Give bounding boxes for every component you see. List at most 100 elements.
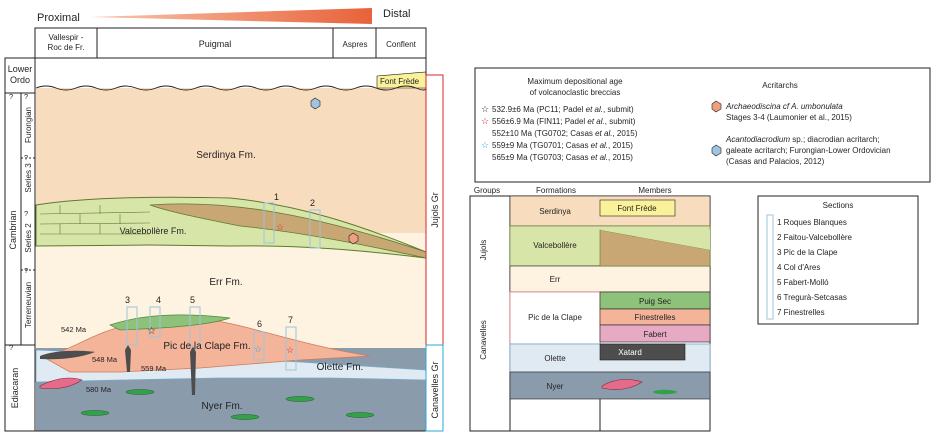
section-item: 2 Faitou-Valcebollère bbox=[777, 233, 853, 242]
legend-age-item: 556±6.9 Ma (FIN11; Padel et al., submit) bbox=[492, 117, 636, 126]
q-mark: ? bbox=[24, 92, 28, 101]
mb-puig-sec: Puig Sec bbox=[639, 297, 671, 306]
group-canavelles: Canavelles bbox=[479, 320, 488, 360]
lower-ordo-label-2: Ordo bbox=[10, 75, 30, 85]
fm-err: Err bbox=[550, 275, 561, 284]
nyer-label: Nyer Fm. bbox=[201, 401, 242, 412]
col-vallespir-2: Roc de Fr. bbox=[48, 43, 85, 52]
age-580: 580 Ma bbox=[86, 385, 112, 394]
section-item: 1 Roques Blanques bbox=[777, 218, 847, 227]
dark-lens bbox=[40, 350, 95, 360]
legend-star: ☆ bbox=[481, 140, 489, 150]
series3-label: Series 3 bbox=[24, 163, 33, 193]
q-mark: ? bbox=[9, 343, 13, 352]
legend-age-item: 552±10 Ma (TG0702; Casas et al., 2015) bbox=[492, 129, 638, 138]
acr2-rest: sp.; diacrodian acritarch; bbox=[790, 135, 879, 144]
group-jujols: Jujols bbox=[479, 240, 488, 260]
pink-lens-580 bbox=[39, 377, 83, 390]
col-puigmal: Puigmal bbox=[199, 39, 232, 49]
section-number: 7 bbox=[288, 315, 293, 325]
cross-section: ☆ ☆ ☆ ☆ Font Frède Serdinya Fm. Valcebol… bbox=[34, 57, 427, 432]
valcebollere-label: Valcebollère Fm. bbox=[120, 226, 187, 236]
q-mark: ? bbox=[24, 153, 28, 162]
acr2-line3: (Casas and Palacios, 2012) bbox=[726, 157, 825, 166]
hex-blue bbox=[310, 97, 321, 110]
hdr-formations: Formations bbox=[536, 186, 576, 195]
sections-bar bbox=[766, 214, 774, 320]
star-red: ☆ bbox=[276, 222, 284, 232]
mb-xatard: Xatard bbox=[618, 348, 642, 357]
mb-font-frede: Font Frède bbox=[617, 204, 657, 213]
q-mark: ? bbox=[9, 92, 13, 101]
section-item: 5 Fabert-Molló bbox=[777, 278, 829, 287]
section-number: 1 bbox=[274, 192, 279, 202]
section-number: 5 bbox=[190, 295, 195, 305]
acritarch-hex-orange bbox=[711, 100, 722, 113]
fm-pic: Pic de la Clape bbox=[528, 313, 582, 322]
err-label: Err Fm. bbox=[209, 277, 242, 288]
acritarch-hex-blue bbox=[711, 144, 722, 157]
age-548: 548 Ma bbox=[92, 355, 118, 364]
col-conflent: Conflent bbox=[386, 40, 417, 49]
section-item: 6 Tregurà-Setcasas bbox=[777, 293, 847, 302]
lower-ordo-label: Lower bbox=[8, 64, 33, 74]
legend-age-list: ☆532.9±6 Ma (PC11; Padel et al., submit)… bbox=[481, 104, 638, 162]
acr1-name: Archaeodiscina cf A. umbonulata bbox=[725, 102, 843, 111]
ediacaran-label: Ediacaran bbox=[10, 368, 20, 409]
section-number: 3 bbox=[125, 295, 130, 305]
terreneuvian-label: Terreneuvian bbox=[24, 282, 33, 328]
font-frede-label: Font Frède bbox=[380, 77, 420, 86]
acr2-name: Acantodiacrodium bbox=[725, 135, 790, 144]
fm-olette: Olette bbox=[544, 354, 566, 363]
proximal-label: Proximal bbox=[37, 12, 80, 24]
section-number: 6 bbox=[257, 319, 262, 329]
legend-col1-title: Maximum depositional age bbox=[527, 77, 623, 86]
section-number: 2 bbox=[310, 198, 315, 208]
mb-finestrelles: Finestrelles bbox=[635, 313, 676, 322]
fm-nyer: Nyer bbox=[547, 382, 564, 391]
sections-box bbox=[757, 195, 919, 325]
col-vallespir: Vallespir - bbox=[49, 33, 84, 42]
star-blue: ☆ bbox=[254, 344, 262, 354]
q-mark: ? bbox=[24, 266, 28, 275]
hex-orange bbox=[348, 232, 359, 245]
legend-age-item: 565±9 Ma (TG0703; Casas et al., 2015) bbox=[492, 153, 633, 162]
section-item: 7 Finestrelles bbox=[777, 308, 825, 317]
legend-box bbox=[474, 67, 931, 183]
section-item: 3 Pic de la Clape bbox=[777, 248, 838, 257]
fm-serdinya: Serdinya bbox=[539, 207, 571, 216]
canavelles-gr-label: Canavelles Gr bbox=[430, 361, 440, 418]
hdr-members: Members bbox=[638, 186, 671, 195]
furongian-label: Furongian bbox=[24, 107, 33, 143]
proximal-distal-wedge bbox=[90, 8, 372, 24]
serdinya-label: Serdinya Fm. bbox=[196, 150, 255, 161]
q-mark: ? bbox=[24, 209, 28, 218]
legend-star: ☆ bbox=[481, 104, 489, 114]
mb-fabert: Fabert bbox=[643, 330, 667, 339]
acr2-line2: galeate acritarch; Furongian-Lower Ordov… bbox=[726, 146, 891, 155]
legend-col2-title: Acritarchs bbox=[762, 81, 798, 90]
olette-label: Olette Fm. bbox=[317, 362, 364, 373]
star-red-2: ☆ bbox=[286, 345, 294, 355]
sections-title: Sections bbox=[823, 201, 854, 210]
jujols-gr-label: Jujols Gr bbox=[430, 192, 440, 228]
section-item: 4 Col d'Ares bbox=[777, 263, 820, 272]
hdr-groups: Groups bbox=[474, 186, 500, 195]
star-black: ☆ bbox=[147, 326, 156, 337]
column-header-box bbox=[34, 27, 427, 59]
canavelles-bar bbox=[425, 344, 444, 432]
legend-age-item: 559±9 Ma (TG0701; Casas et al., 2015) bbox=[492, 141, 633, 150]
fm-valcebollere: Valcebollère bbox=[533, 241, 577, 250]
time-axis-box bbox=[4, 57, 36, 432]
age-542: 542 Ma bbox=[61, 325, 87, 334]
acr1-ref: Stages 3-4 (Laumonier et al., 2015) bbox=[726, 113, 852, 122]
pic-label: Pic de la Clape Fm. bbox=[163, 341, 250, 352]
series2-label: Series 2 bbox=[24, 223, 33, 253]
legend-star: ☆ bbox=[481, 116, 489, 126]
age-559: 559 Ma bbox=[141, 364, 167, 373]
legend-col1-title-2: of volcanoclastic breccias bbox=[530, 88, 621, 97]
section-number: 4 bbox=[156, 295, 161, 305]
unconformity-line bbox=[35, 85, 427, 91]
col-aspres: Aspres bbox=[343, 40, 368, 49]
